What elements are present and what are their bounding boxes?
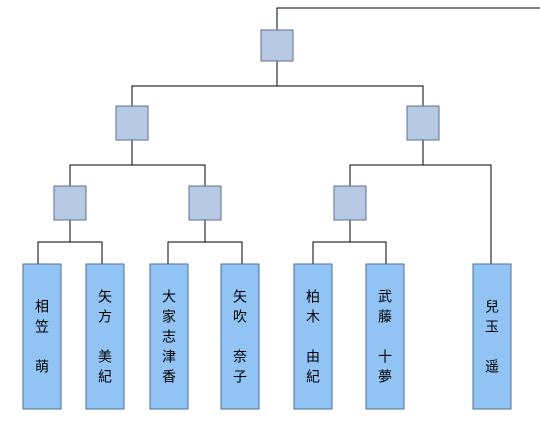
player-box: 柏木由紀 [293, 263, 333, 410]
player-name-char: 大 [162, 290, 176, 306]
player-box: 大家志津香 [149, 263, 189, 410]
player-name-char: 夢 [378, 370, 392, 386]
player-name-char: 相 [35, 300, 49, 316]
player-name-char: 子 [233, 370, 247, 386]
player-name: 矢吹奈子 [233, 290, 247, 386]
player-name-char: 十 [378, 350, 392, 366]
bracket-line-qf1 [37, 220, 103, 264]
player-name-char: 奈 [233, 350, 247, 366]
player-name-char: 志 [162, 330, 176, 346]
player-name-char: 由 [306, 350, 320, 366]
bracket-line-qf3 [312, 220, 387, 264]
player-box-rect [149, 263, 189, 410]
player-name-char: 武 [378, 290, 392, 306]
player-name: 武藤十夢 [378, 290, 392, 386]
quarterfinal-node-2 [188, 185, 222, 221]
player-name-char: 美 [98, 350, 112, 366]
player-name-char: 矢 [233, 290, 247, 306]
player-name-char: 萌 [35, 360, 49, 376]
player-name-char: 柏 [306, 290, 320, 306]
player-box-rect [472, 263, 512, 410]
player-name-char: 吹 [233, 310, 247, 326]
player-name-char: 方 [98, 310, 112, 326]
semifinal-node-right [406, 105, 440, 141]
player-name-char: 木 [306, 310, 320, 326]
bracket-line-semis [131, 61, 424, 106]
semifinal-node-left [115, 105, 149, 141]
bracket-line-qf2 [167, 220, 243, 264]
final-node [260, 29, 294, 62]
player-name-char: 津 [162, 350, 176, 366]
player-name-char: 家 [162, 309, 176, 326]
player-box-rect [293, 263, 333, 410]
match-nodes [53, 29, 440, 221]
player-box: 矢吹奈子 [220, 263, 260, 410]
player-name-char: 笠 [35, 320, 49, 336]
player-name: 矢方美紀 [98, 290, 112, 386]
player-name-char: 遥 [485, 360, 499, 376]
player-name-char: 玉 [485, 320, 499, 336]
player-name-char: 香 [162, 370, 176, 386]
bracket-line-final [276, 7, 540, 30]
player-name-char: 兒 [485, 300, 499, 316]
player-name-char: 矢 [98, 290, 112, 306]
bracket-line-left-semi [69, 140, 206, 186]
player-box: 矢方美紀 [85, 263, 125, 410]
player-box-rect [22, 263, 62, 410]
player-name: 柏木由紀 [306, 290, 320, 386]
player-name: 相笠萌 [35, 300, 49, 376]
player-name-char: 紀 [306, 370, 320, 386]
bracket-line-right-semi [349, 140, 492, 264]
player-box: 兒玉遥 [472, 263, 512, 410]
quarterfinal-node-3 [333, 185, 367, 221]
player-name: 大家志津香 [162, 290, 176, 386]
player-name-char: 紀 [98, 370, 112, 386]
quarterfinal-node-1 [53, 185, 87, 221]
player-box: 武藤十夢 [365, 263, 405, 410]
player-box-rect [220, 263, 260, 410]
player-name-char: 藤 [378, 310, 392, 326]
bracket-lines [37, 7, 540, 264]
player-box: 相笠萌 [22, 263, 62, 410]
player-name: 兒玉遥 [485, 300, 499, 376]
player-box-rect [365, 263, 405, 410]
player-box-rect [85, 263, 125, 410]
